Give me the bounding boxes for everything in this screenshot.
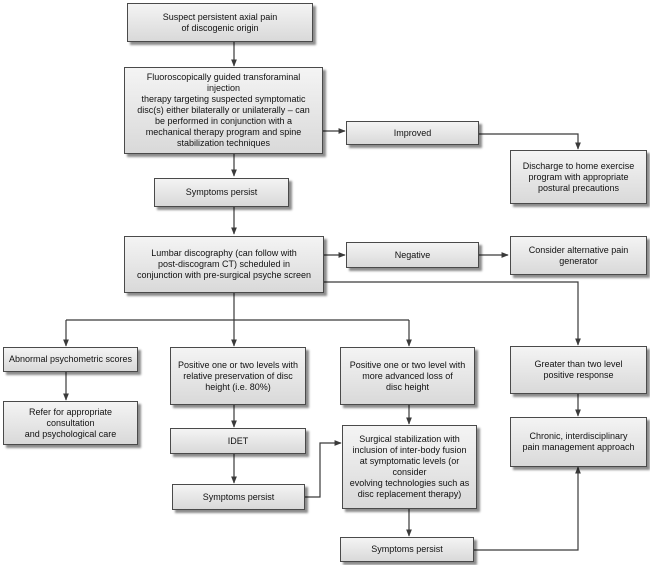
positive-advanced-box: Positive one or two level with more adva… [340, 347, 475, 405]
surgical-stabilization-box: Surgical stabilization with inclusion of… [342, 425, 477, 509]
symptoms-persist-box-1: Symptoms persist [154, 178, 289, 207]
arrow-improved-to-discharge [479, 133, 581, 150]
positive-preserved-box: Positive one or two levels with relative… [170, 347, 306, 405]
arrow-symptoms2-to-surgical [305, 440, 342, 498]
symptoms-persist-box-3: Symptoms persist [340, 537, 474, 562]
branch-bus [66, 293, 409, 321]
arrow-symptoms3-to-chronic [474, 466, 581, 551]
idet-box: IDET [170, 428, 306, 454]
start-box: Suspect persistent axial pain of discoge… [127, 3, 313, 42]
arrow-discography-to-greater [300, 281, 581, 346]
symptoms-persist-box-2: Symptoms persist [172, 484, 305, 510]
negative-box: Negative [346, 242, 479, 268]
chronic-pain-box: Chronic, interdisciplinary pain manageme… [510, 417, 647, 467]
abnormal-scores-box: Abnormal psychometric scores [3, 347, 138, 372]
refer-box: Refer for appropriate consultation and p… [3, 401, 138, 445]
discography-box: Lumbar discography (can follow with post… [124, 236, 324, 293]
injection-box: Fluoroscopically guided transforaminal i… [124, 67, 323, 154]
greater-than-two-box: Greater than two level positive response [510, 346, 647, 394]
alternative-box: Consider alternative pain generator [510, 236, 647, 275]
discharge-box: Discharge to home exercise program with … [510, 150, 647, 204]
improved-box: Improved [346, 121, 479, 145]
